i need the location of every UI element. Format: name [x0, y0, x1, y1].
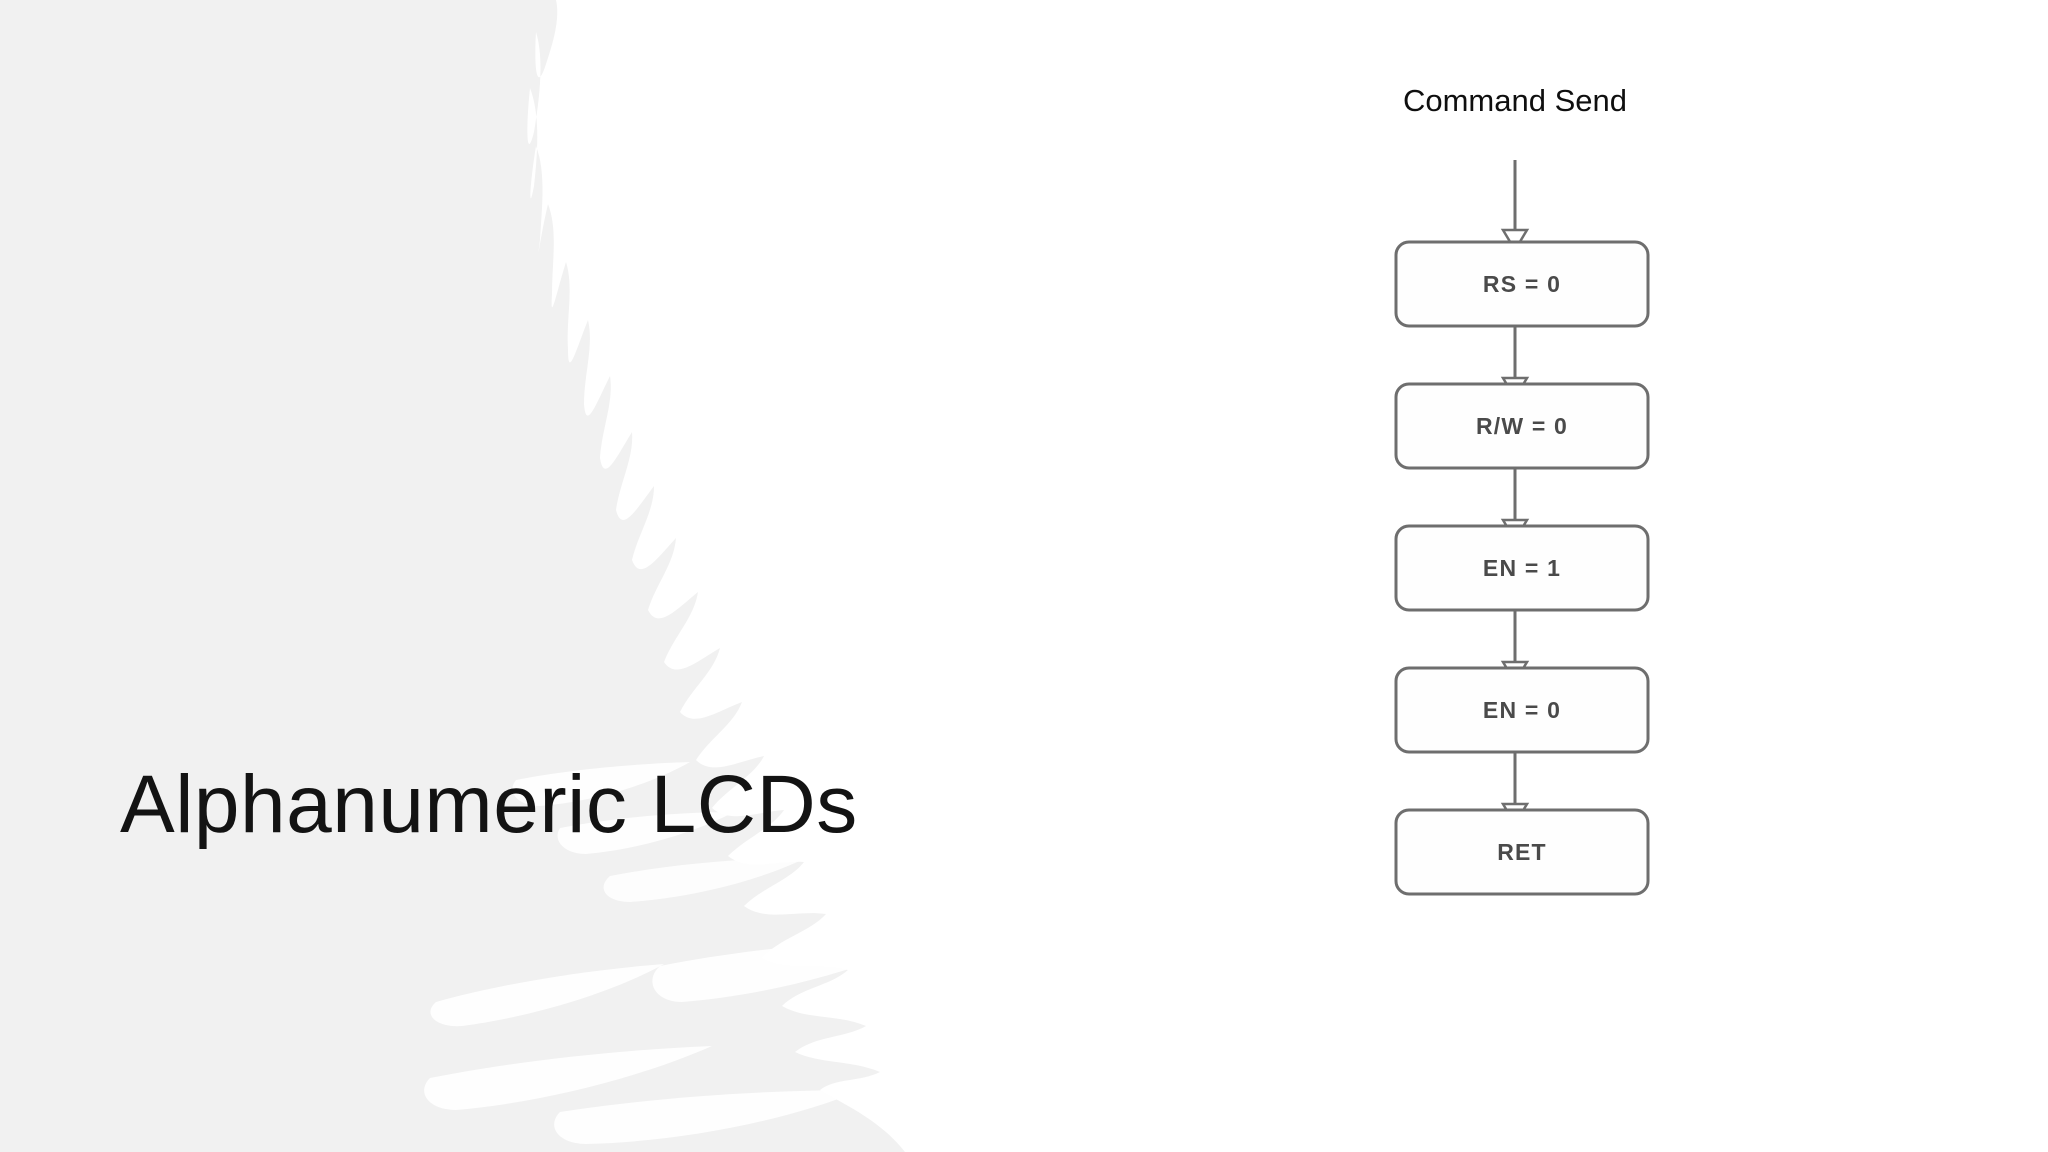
node-label-ret: RET	[1497, 839, 1547, 865]
node-shape-en0	[1394, 666, 1650, 754]
flowchart-node-en0[interactable]: EN = 0	[1394, 666, 1650, 754]
flowchart-node-en1[interactable]: EN = 1	[1394, 524, 1650, 612]
page-title: Alphanumeric LCDs	[120, 759, 858, 850]
node-shape-rw	[1394, 382, 1650, 470]
left-decorative-panel	[0, 0, 1010, 1152]
brush-stroke-edge	[424, 0, 1010, 1152]
node-label-en0: EN = 0	[1483, 697, 1561, 723]
node-label-rw: R/W = 0	[1476, 413, 1568, 439]
arrowhead-icon-entry	[1500, 228, 1530, 253]
flowchart-node-rs[interactable]: RS = 0	[1394, 240, 1650, 328]
flowchart-node-ret[interactable]: RET	[1394, 808, 1650, 896]
node-shape-en1	[1394, 524, 1650, 612]
flowchart-node-rw[interactable]: R/W = 0	[1394, 382, 1650, 470]
node-label-rs: RS = 0	[1483, 271, 1561, 297]
node-shape-ret	[1394, 808, 1650, 896]
flowchart-svg: RS = 0 R/W = 0 EN = 1 EN = 0 RET	[1394, 160, 1650, 896]
node-shape-rs	[1394, 240, 1650, 328]
node-label-en1: EN = 1	[1483, 555, 1561, 581]
flowchart-title: Command Send	[1402, 83, 1627, 118]
flowchart-diagram: Command Send	[1340, 60, 1740, 1120]
